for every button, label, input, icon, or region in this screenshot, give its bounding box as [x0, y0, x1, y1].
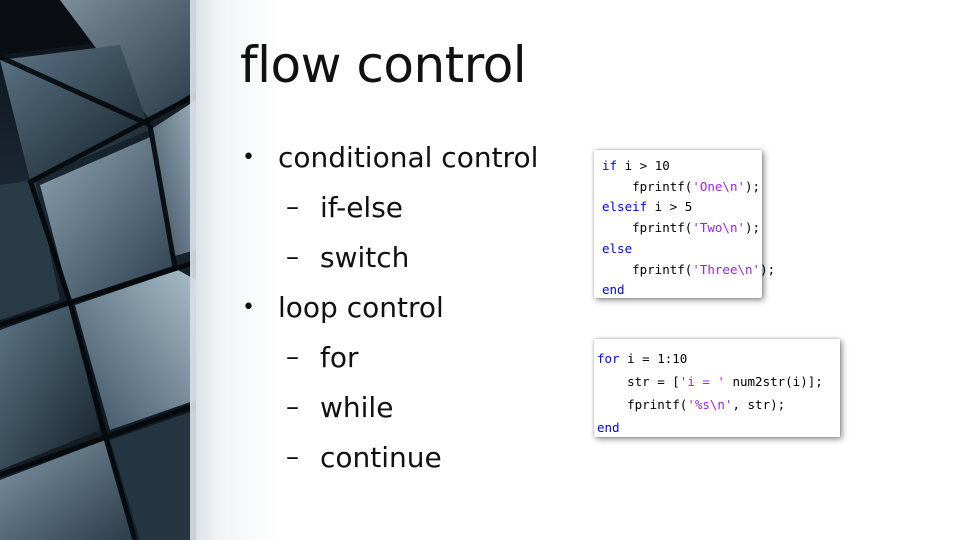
bullet-item: • loop control — [242, 282, 572, 332]
bullet-dot-icon: • — [242, 144, 255, 170]
dash-icon: – — [286, 442, 299, 472]
code-text: ); — [760, 261, 776, 277]
dash-icon: – — [286, 392, 299, 422]
code-text: fprintf( — [627, 397, 688, 412]
dash-icon: – — [286, 242, 299, 272]
code-line: end — [602, 280, 762, 301]
code-keyword: end — [602, 282, 625, 298]
code-line: for i = 1:10 — [597, 347, 840, 370]
for-loop-code-screenshot: for i = 1:10 str = ['i = ' num2str(i)]; … — [594, 339, 840, 437]
decorative-cubes-panel — [0, 0, 196, 540]
code-line: elseif i > 5 — [602, 197, 762, 218]
code-string: 'One\n' — [692, 178, 746, 194]
code-string: 'i = ' — [679, 374, 725, 389]
code-line: fprintf('Three\n'); — [602, 260, 775, 281]
bullet-text: switch — [320, 240, 410, 274]
code-keyword: if — [602, 158, 618, 173]
bullet-item: • conditional control — [242, 132, 572, 182]
code-string: 'Two\n' — [692, 220, 746, 236]
sub-bullet-item: – if-else — [242, 182, 572, 232]
code-line: fprintf('One\n'); — [602, 177, 762, 198]
bullet-text: if-else — [320, 190, 404, 224]
code-line: if i > 10 — [602, 156, 762, 177]
code-text: i > 10 — [617, 158, 670, 173]
bullet-text: continue — [320, 440, 442, 474]
code-string: '%s\n' — [687, 397, 733, 412]
bullet-text: loop control — [278, 290, 444, 324]
panel-fade-edge — [190, 0, 280, 540]
code-text: i = 1:10 — [619, 351, 688, 366]
code-text: fprintf( — [632, 220, 693, 236]
sub-bullet-item: – switch — [242, 232, 572, 282]
code-keyword: elseif — [602, 199, 648, 215]
code-text: ); — [745, 220, 761, 236]
bullet-text: while — [320, 390, 394, 424]
code-text: num2str(i)]; — [724, 374, 823, 389]
bullet-dot-icon: • — [242, 294, 255, 320]
code-line: else — [602, 239, 762, 260]
code-line: fprintf('Two\n'); — [602, 218, 762, 239]
bullet-text: for — [320, 340, 359, 374]
code-line: fprintf('%s\n', str); — [597, 393, 840, 416]
dash-icon: – — [286, 342, 299, 372]
code-keyword: for — [597, 351, 620, 366]
sub-bullet-item: – continue — [242, 432, 572, 482]
code-line: end — [597, 416, 840, 439]
code-keyword: end — [597, 420, 620, 435]
code-text: fprintf( — [632, 261, 693, 277]
code-text: , str); — [732, 397, 786, 412]
code-line: str = ['i = ' num2str(i)]; — [597, 370, 840, 393]
code-text: i > 5 — [647, 199, 693, 215]
dash-icon: – — [286, 192, 299, 222]
cube-pattern-image — [0, 0, 196, 540]
code-text: str = [ — [627, 374, 680, 389]
sub-bullet-item: – for — [242, 332, 572, 382]
code-string: 'Three\n' — [692, 261, 761, 277]
code-text: fprintf( — [632, 178, 693, 194]
sub-bullet-item: – while — [242, 382, 572, 432]
bullet-list: • conditional control – if-else – switch… — [242, 132, 572, 482]
code-keyword: else — [602, 240, 633, 256]
code-text: ); — [745, 178, 761, 194]
if-elseif-code-screenshot: if i > 10 fprintf('One\n');elseif i > 5 … — [594, 150, 775, 301]
slide-title: flow control — [240, 36, 527, 94]
bullet-text: conditional control — [278, 140, 539, 174]
